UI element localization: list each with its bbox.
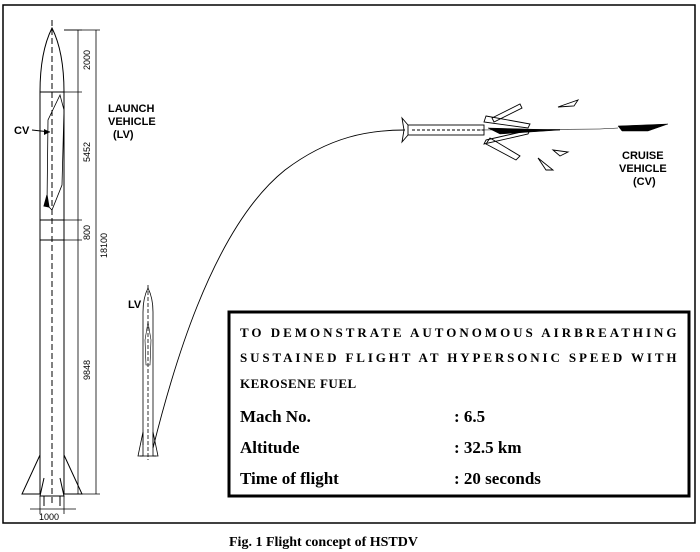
dim-800: 800	[82, 225, 92, 240]
dim-9848: 9848	[82, 360, 92, 380]
cv-pointer-arrowhead	[44, 129, 50, 135]
param-mach-value: : 6.5	[454, 407, 485, 426]
lv-small-label: LV	[128, 299, 142, 311]
mission-text-line3: KEROSENE FUEL	[240, 376, 357, 391]
mission-text-line1: TO DEMONSTRATE AUTONOMOUS AIRBREATHING	[240, 325, 677, 340]
small-launch-vehicle	[137, 285, 159, 460]
cv-marker-label: CV	[14, 125, 30, 137]
mission-box	[227, 310, 691, 498]
param-time-label: Time of flight	[240, 469, 339, 488]
param-time-value: : 20 seconds	[454, 469, 541, 488]
dimension-lines	[30, 29, 100, 514]
cruise-vehicle-label-line3: (CV)	[633, 176, 656, 188]
launch-vehicle-label-line3: (LV)	[113, 129, 134, 141]
cruise-vehicle-label-line1: CRUISE	[622, 150, 664, 162]
figure-caption: Fig. 1 Flight concept of HSTDV	[229, 535, 418, 550]
dim-width: 1000	[39, 512, 59, 522]
cruise-vehicle-label-line2: VEHICLE	[619, 163, 667, 175]
launch-vehicle-drawing	[21, 20, 83, 506]
figure-frame	[2, 4, 696, 524]
dim-total: 18100	[99, 233, 109, 258]
param-mach-label: Mach No.	[240, 407, 311, 426]
flight-trajectory	[152, 129, 406, 449]
dim-5452: 5452	[82, 142, 92, 162]
launch-vehicle-label-line2: VEHICLE	[108, 116, 156, 128]
dim-2000: 2000	[82, 50, 92, 70]
upper-stack-separation	[401, 99, 669, 171]
launch-vehicle-label-line1: LAUNCH	[108, 103, 154, 115]
param-altitude-value: : 32.5 km	[454, 438, 522, 457]
param-altitude-label: Altitude	[240, 438, 300, 457]
